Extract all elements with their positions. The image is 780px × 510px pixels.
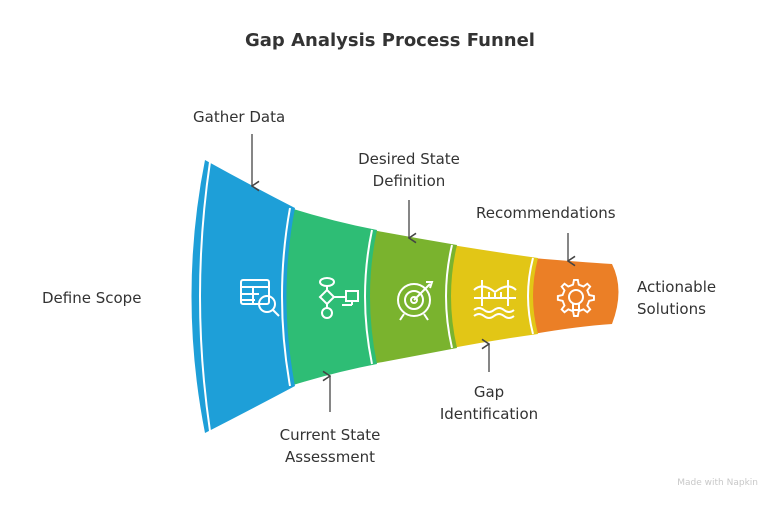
watermark: Made with Napkin <box>677 478 758 488</box>
gear-bulb-icon <box>556 278 595 317</box>
label-recommendations: Recommendations <box>476 204 616 222</box>
segment-dividers <box>281 207 534 387</box>
label-current-state: Current State Assessment <box>252 424 408 468</box>
label-gap-line2: Identification <box>439 405 539 423</box>
label-gap-line1: Gap <box>473 383 505 401</box>
label-actionable-solutions: Actionable Solutions <box>637 276 716 320</box>
flowchart-icon <box>318 277 359 319</box>
funnel-segment-gap-identification <box>446 245 538 348</box>
diagram-title: Gap Analysis Process Funnel <box>245 30 535 51</box>
funnel-segment-current-state <box>282 208 377 386</box>
label-output-line2: Solutions <box>637 300 706 318</box>
label-desired-state-line2: Definition <box>372 172 446 190</box>
funnel-segment-desired-state <box>365 230 457 364</box>
label-current-state-line2: Assessment <box>285 448 375 466</box>
data-search-icon <box>240 279 280 317</box>
label-current-state-line1: Current State <box>279 426 381 444</box>
label-desired-state-line1: Desired State <box>358 150 460 168</box>
funnel-segment-recommendations <box>528 258 619 334</box>
label-define-scope: Define Scope <box>42 289 142 307</box>
label-desired-state: Desired State Definition <box>330 148 488 192</box>
label-output-line1: Actionable <box>637 278 717 296</box>
target-icon <box>397 281 434 321</box>
funnel-rim <box>199 161 211 432</box>
bridge-icon <box>473 280 517 319</box>
label-gather-data: Gather Data <box>193 108 286 126</box>
label-gap-identification: Gap Identification <box>414 381 564 425</box>
funnel-segment-define-scope <box>191 160 295 433</box>
